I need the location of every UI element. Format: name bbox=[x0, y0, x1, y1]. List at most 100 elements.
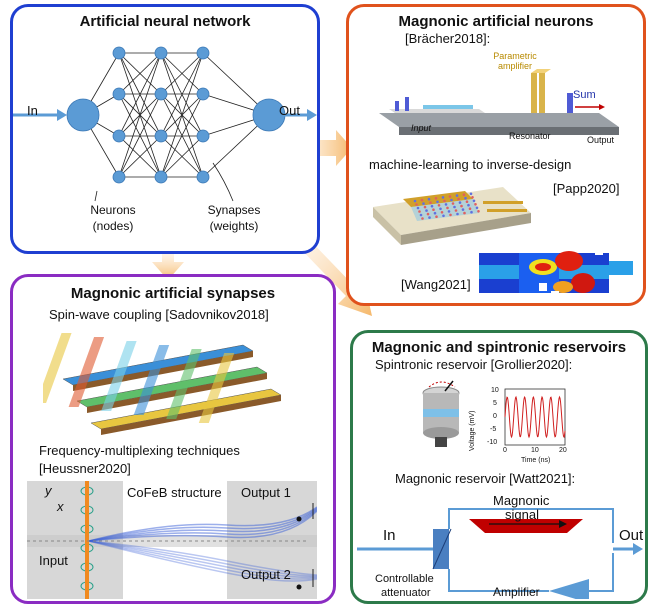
design-dot bbox=[456, 212, 459, 216]
reservoirs-title: Magnonic and spintronic reservoirs bbox=[371, 339, 627, 356]
ann-neuron-node bbox=[196, 170, 210, 184]
plot-ytick-1: 5 bbox=[493, 400, 497, 407]
neuron-resonator-label: Resonator bbox=[509, 131, 551, 141]
neuron-sum-label: Sum bbox=[573, 89, 596, 101]
freq-mux-x-axis: x bbox=[57, 499, 64, 514]
design-dot bbox=[436, 200, 439, 204]
plot-ytick-2: 0 bbox=[493, 413, 497, 420]
spin-wave-beam bbox=[88, 540, 317, 576]
design-dot bbox=[428, 216, 431, 219]
ann-synapse-edge bbox=[118, 52, 162, 95]
design-dot bbox=[462, 193, 466, 196]
ann-neuron-node bbox=[112, 170, 126, 184]
plot-xtick-2: 20 bbox=[559, 447, 567, 454]
design-dot bbox=[469, 192, 473, 196]
ann-neuron-node bbox=[196, 87, 210, 101]
design-dot bbox=[454, 209, 458, 212]
ann-neuron-node bbox=[154, 170, 168, 184]
magnonic-reservoir-loop bbox=[357, 508, 643, 599]
ann-neuron-node bbox=[154, 87, 168, 101]
design-dot bbox=[460, 204, 463, 208]
ann-in-label: In bbox=[27, 103, 38, 118]
design-dot bbox=[437, 204, 441, 207]
design-dot bbox=[449, 213, 452, 217]
design-dot bbox=[420, 198, 424, 202]
design-dot bbox=[427, 197, 431, 201]
ann-neurons-sub: (nodes) bbox=[92, 219, 134, 233]
ann-synapse-edge bbox=[118, 52, 162, 178]
reservoirs-mag-res: Magnonic reservoir [Watt2021]: bbox=[395, 471, 576, 486]
ann-network-diagram bbox=[13, 46, 317, 202]
spin-wave-beam bbox=[88, 540, 317, 579]
ann-neuron-node bbox=[112, 87, 126, 101]
ann-synapse-edge bbox=[160, 52, 204, 95]
coupling-bar bbox=[133, 345, 170, 415]
mag-res-amplifier: Amplifier bbox=[493, 585, 540, 599]
mag-res-attenuator-2: attenuator bbox=[381, 587, 431, 599]
freq-mux-cofeb-label: CoFeB structure bbox=[127, 485, 222, 500]
design-dot bbox=[470, 210, 473, 214]
plot-ytick-4: -10 bbox=[487, 439, 498, 446]
freq-mux-output1: Output 1 bbox=[241, 485, 291, 500]
synapses-ref-heussner: [Heussner2020] bbox=[39, 461, 131, 476]
design-dot bbox=[426, 212, 430, 216]
spin-wave-coupling-illustration bbox=[43, 333, 282, 435]
design-dot bbox=[441, 196, 445, 199]
plot-xlabel: Time (ns) bbox=[521, 457, 551, 464]
design-dot bbox=[423, 205, 427, 209]
ann-synapse-edge bbox=[160, 93, 204, 178]
design-dot bbox=[433, 211, 437, 215]
design-dot bbox=[430, 204, 434, 208]
synapses-panel: Magnonic artificial synapses Spin-wave c… bbox=[10, 274, 336, 604]
design-dot bbox=[422, 202, 425, 205]
mag-res-signal-2: signal bbox=[505, 507, 539, 522]
ann-synapse-edge bbox=[118, 52, 162, 137]
neurons-ml-text: machine-learning to inverse-design bbox=[369, 157, 572, 172]
design-dot bbox=[425, 209, 428, 212]
design-dot bbox=[418, 210, 421, 213]
synapses-freq-mux: Frequency-multiplexing techniques bbox=[39, 443, 240, 458]
ann-title: Artificial neural network bbox=[79, 13, 251, 30]
spin-wave-beam bbox=[88, 506, 317, 542]
design-dot bbox=[413, 199, 417, 203]
reservoirs-spin-res: Spintronic reservoir [Grollier2020]: bbox=[375, 357, 573, 372]
design-dot bbox=[450, 198, 453, 202]
design-dot bbox=[471, 196, 474, 199]
freq-mux-illustration bbox=[27, 481, 317, 599]
design-dot bbox=[432, 208, 435, 211]
synapses-sw-coupling: Spin-wave coupling [Sadovnikov2018] bbox=[49, 307, 269, 322]
ann-synapse-edge bbox=[160, 135, 204, 178]
design-dot bbox=[429, 201, 432, 204]
ann-synapses-label: Synapses bbox=[207, 203, 261, 217]
neuron-input-label: Input bbox=[411, 123, 432, 133]
ann-panel: Artificial neural network In Out Neurons… bbox=[10, 4, 320, 254]
design-dot bbox=[461, 208, 465, 211]
design-dot bbox=[446, 206, 449, 210]
design-dot bbox=[475, 206, 479, 210]
mag-res-in-label: In bbox=[383, 527, 396, 544]
design-dot bbox=[453, 205, 456, 209]
plot-xtick-0: 0 bbox=[503, 447, 507, 454]
coupling-bar bbox=[68, 337, 105, 407]
coupling-bar bbox=[166, 349, 202, 419]
ann-synapse-edge bbox=[118, 135, 162, 178]
ann-neuron-node bbox=[154, 129, 168, 143]
mag-res-out-label: Out bbox=[619, 527, 644, 544]
neurons-panel: Magnonic artificial neurons [Brächer2018… bbox=[346, 4, 646, 306]
design-dot bbox=[457, 197, 460, 201]
design-dot bbox=[443, 199, 446, 203]
ann-neuron-node bbox=[112, 129, 126, 143]
design-dot bbox=[474, 203, 477, 206]
design-dot bbox=[416, 206, 420, 210]
inverse-design-device bbox=[373, 187, 531, 245]
design-dot bbox=[455, 194, 459, 197]
spin-wave-beam bbox=[88, 507, 317, 542]
design-dot bbox=[435, 215, 438, 218]
voltage-time-plot bbox=[504, 388, 566, 446]
design-dot bbox=[419, 213, 423, 217]
coupling-bar bbox=[101, 341, 137, 411]
reservoirs-panel: Magnonic and spintronic reservoirs Spint… bbox=[350, 330, 648, 604]
neuron-output-label: Output bbox=[587, 135, 615, 145]
plot-xtick-1: 10 bbox=[531, 447, 539, 454]
design-dot bbox=[451, 202, 455, 205]
